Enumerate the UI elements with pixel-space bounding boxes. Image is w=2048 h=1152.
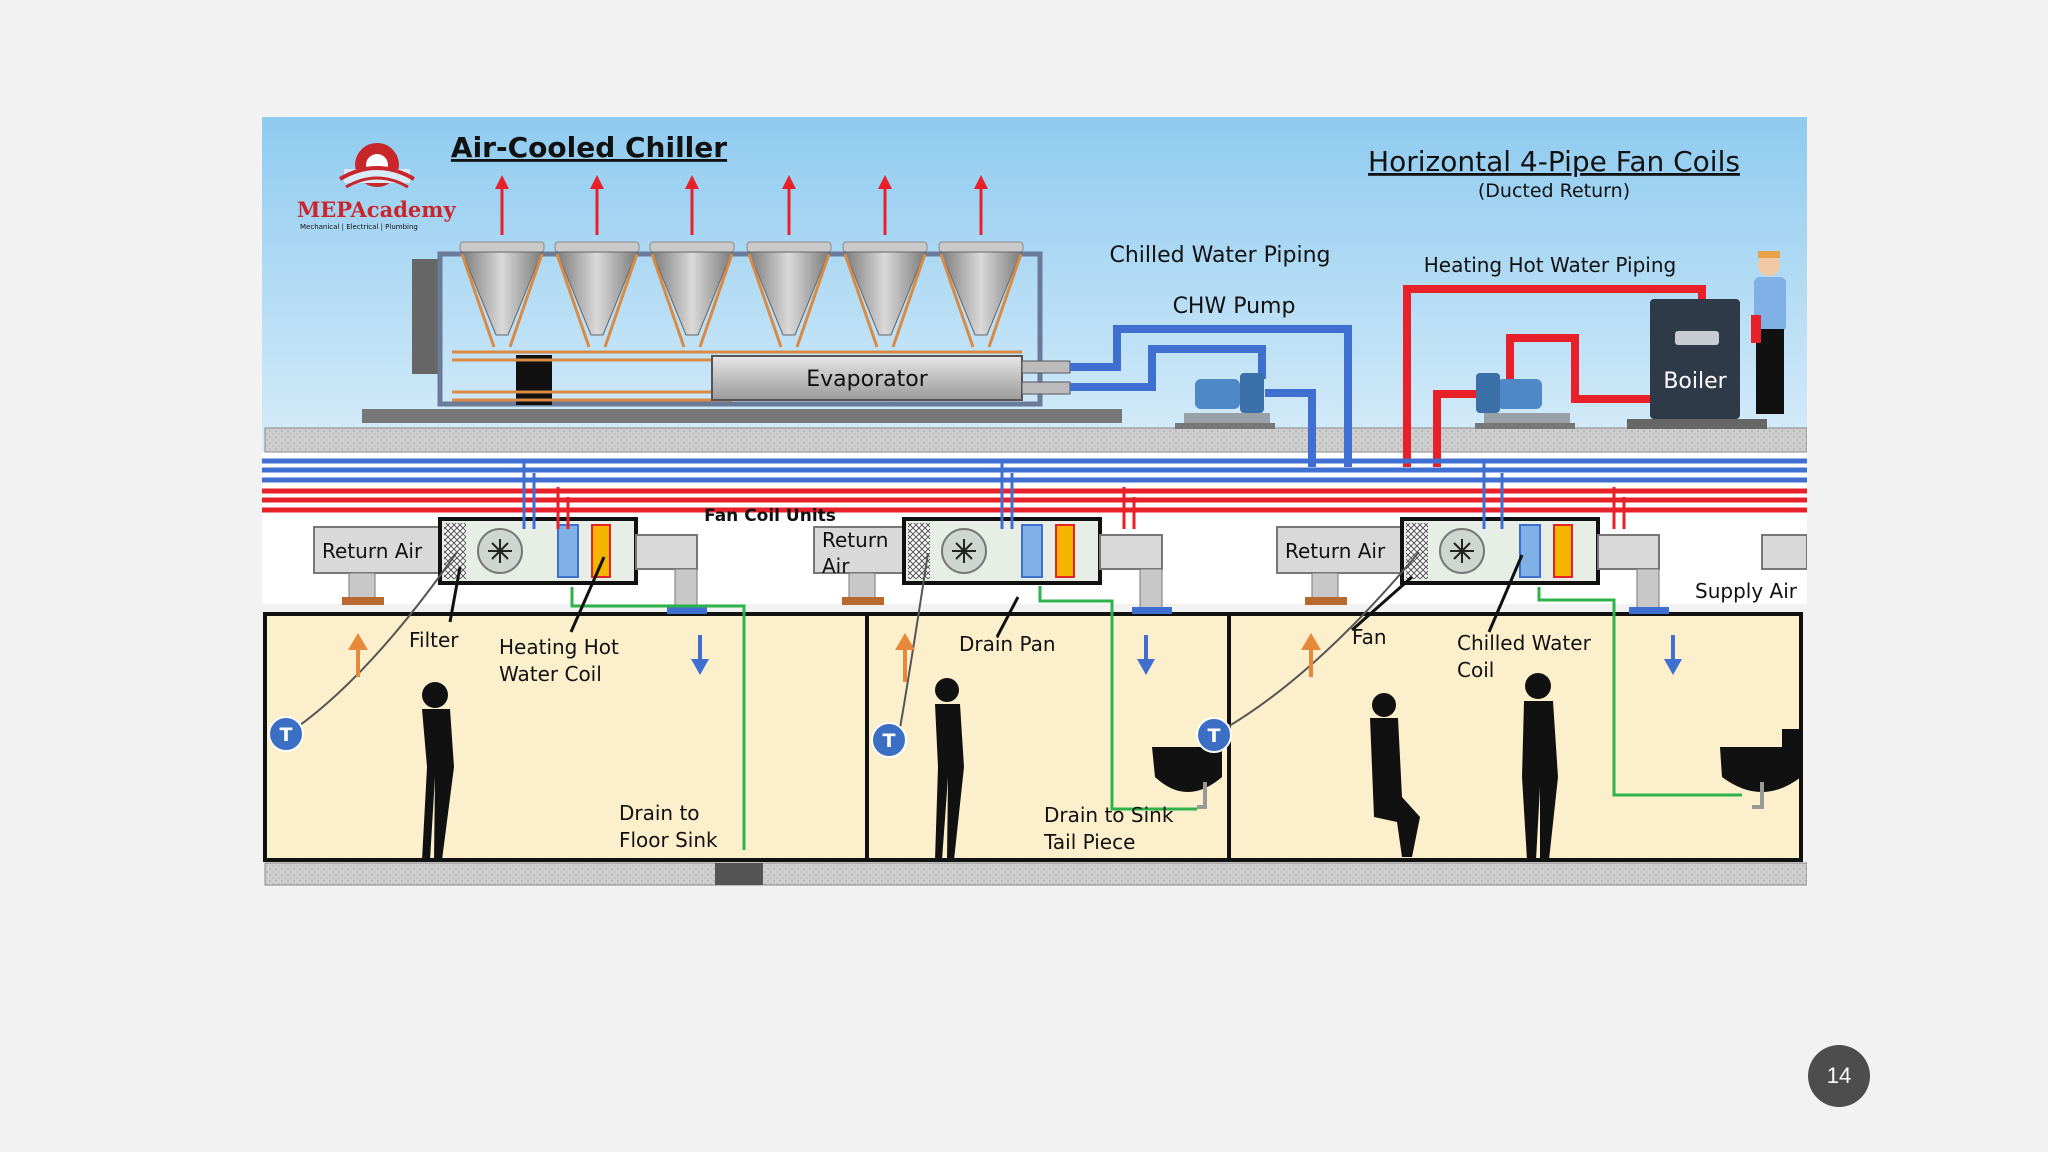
chiller-title: Air-Cooled Chiller [451,131,727,164]
person-silhouette [422,682,454,860]
svg-text:MEPAcademy: MEPAcademy [297,197,456,222]
filter [908,523,930,579]
heating-coil [1055,524,1075,578]
fan-coils-title: Horizontal 4-Pipe Fan Coils [1368,145,1740,178]
supply-air-duct [1761,534,1807,570]
floor-slab [264,862,1807,886]
drain-sink-label-1: Drain to Sink [1044,803,1174,827]
condenser-fan-cone [746,241,832,348]
drain-floor-label-1: Drain to [619,801,700,825]
worker-figure [1751,251,1786,414]
up-arrow [685,175,699,235]
chw-pump [1175,373,1275,429]
thermostat: T [1196,717,1232,753]
chilled-water-piping-label: Chilled Water Piping [1109,243,1330,268]
supply-air-label: Supply Air [1695,579,1798,603]
supply-air-duct [1099,534,1163,570]
heating-coil-label-2: Water Coil [499,662,602,686]
air-cooled-chiller: Evaporator [362,241,1122,423]
callout-lines [448,554,1524,638]
thermostat: T [268,716,304,752]
condenser-fan-cone [842,241,928,348]
return-air-label: Air [822,554,850,578]
up-arrow [974,175,988,235]
filter [444,523,466,579]
ceiling-pipe-mains [262,458,1807,513]
chilled-water-coil [1021,524,1043,578]
rooms [263,612,1803,862]
filter [1406,523,1428,579]
svg-text:Mechanical | Electrical | Plum: Mechanical | Electrical | Plumbing [300,223,418,231]
fan-coil-units-label: Fan Coil Units [704,506,836,526]
fan-coils-subtitle: (Ducted Return) [1478,180,1630,202]
supply-air-duct [635,534,698,570]
mep-academy-logo: MEPAcademy Mechanical | Electrical | Plu… [297,143,456,231]
fan-label: Fan [1352,625,1387,649]
supply-air-duct [1597,534,1660,570]
condenser-fan-cone [459,241,545,348]
up-arrow [878,175,892,235]
return-air-duct [813,526,905,574]
chilled-water-coil [557,524,579,578]
condensate-drains [570,586,1742,850]
roof-slab [264,427,1807,453]
thermostat: T [871,722,907,758]
return-air-arrow [348,633,1321,682]
return-air-duct [1276,526,1403,574]
condenser-fans [459,241,1024,348]
chilled-water-coil [1519,524,1541,578]
return-air-label: Return [822,528,888,552]
chilled-coil-label-1: Chilled Water [1457,631,1592,655]
up-arrow [495,175,509,235]
evaporator [711,355,1023,401]
page-number-badge: 14 [1808,1045,1870,1107]
fan-coil-unit: Return Air [1276,463,1669,614]
svg-text:T: T [1208,725,1221,747]
chilled-coil-label-2: Coil [1457,658,1494,682]
svg-text:T: T [280,724,293,746]
sink [1720,729,1802,809]
condenser-fan-cone [938,241,1024,348]
chw-pump-label: CHW Pump [1173,294,1296,319]
supply-air-arrow [691,635,1682,675]
hhw-pump [1475,373,1575,429]
svg-text:Boiler: Boiler [1663,369,1727,394]
drain-sink-label-2: Tail Piece [1043,830,1135,854]
boiler: Boiler [1627,299,1767,429]
svg-text:T: T [883,730,896,752]
hvac-diagram: MEPAcademy Mechanical | Electrical | Plu… [262,117,1807,886]
drain-floor-label-2: Floor Sink [619,828,718,852]
up-arrow [782,175,796,235]
heating-coil [591,524,611,578]
condenser-fan-cone [649,241,735,348]
heating-coil-label-1: Heating Hot [499,635,619,659]
heating-coil [1553,524,1573,578]
compressor [516,355,552,405]
filter-label: Filter [409,628,459,652]
person-silhouette [1370,693,1420,857]
up-arrow [590,175,604,235]
person-silhouette [1522,673,1558,860]
drain-pan-label: Drain Pan [959,632,1056,656]
condenser-fan-cone [554,241,640,348]
exhaust-air-arrows [495,175,988,235]
person-silhouette [935,678,964,860]
fan-coil-unit: Return Air [313,463,707,614]
return-air-label: Return Air [322,539,423,563]
svg-text:Evaporator: Evaporator [806,367,928,392]
hhw-piping-label: Heating Hot Water Piping [1424,253,1676,277]
return-air-label: Return Air [1285,539,1386,563]
